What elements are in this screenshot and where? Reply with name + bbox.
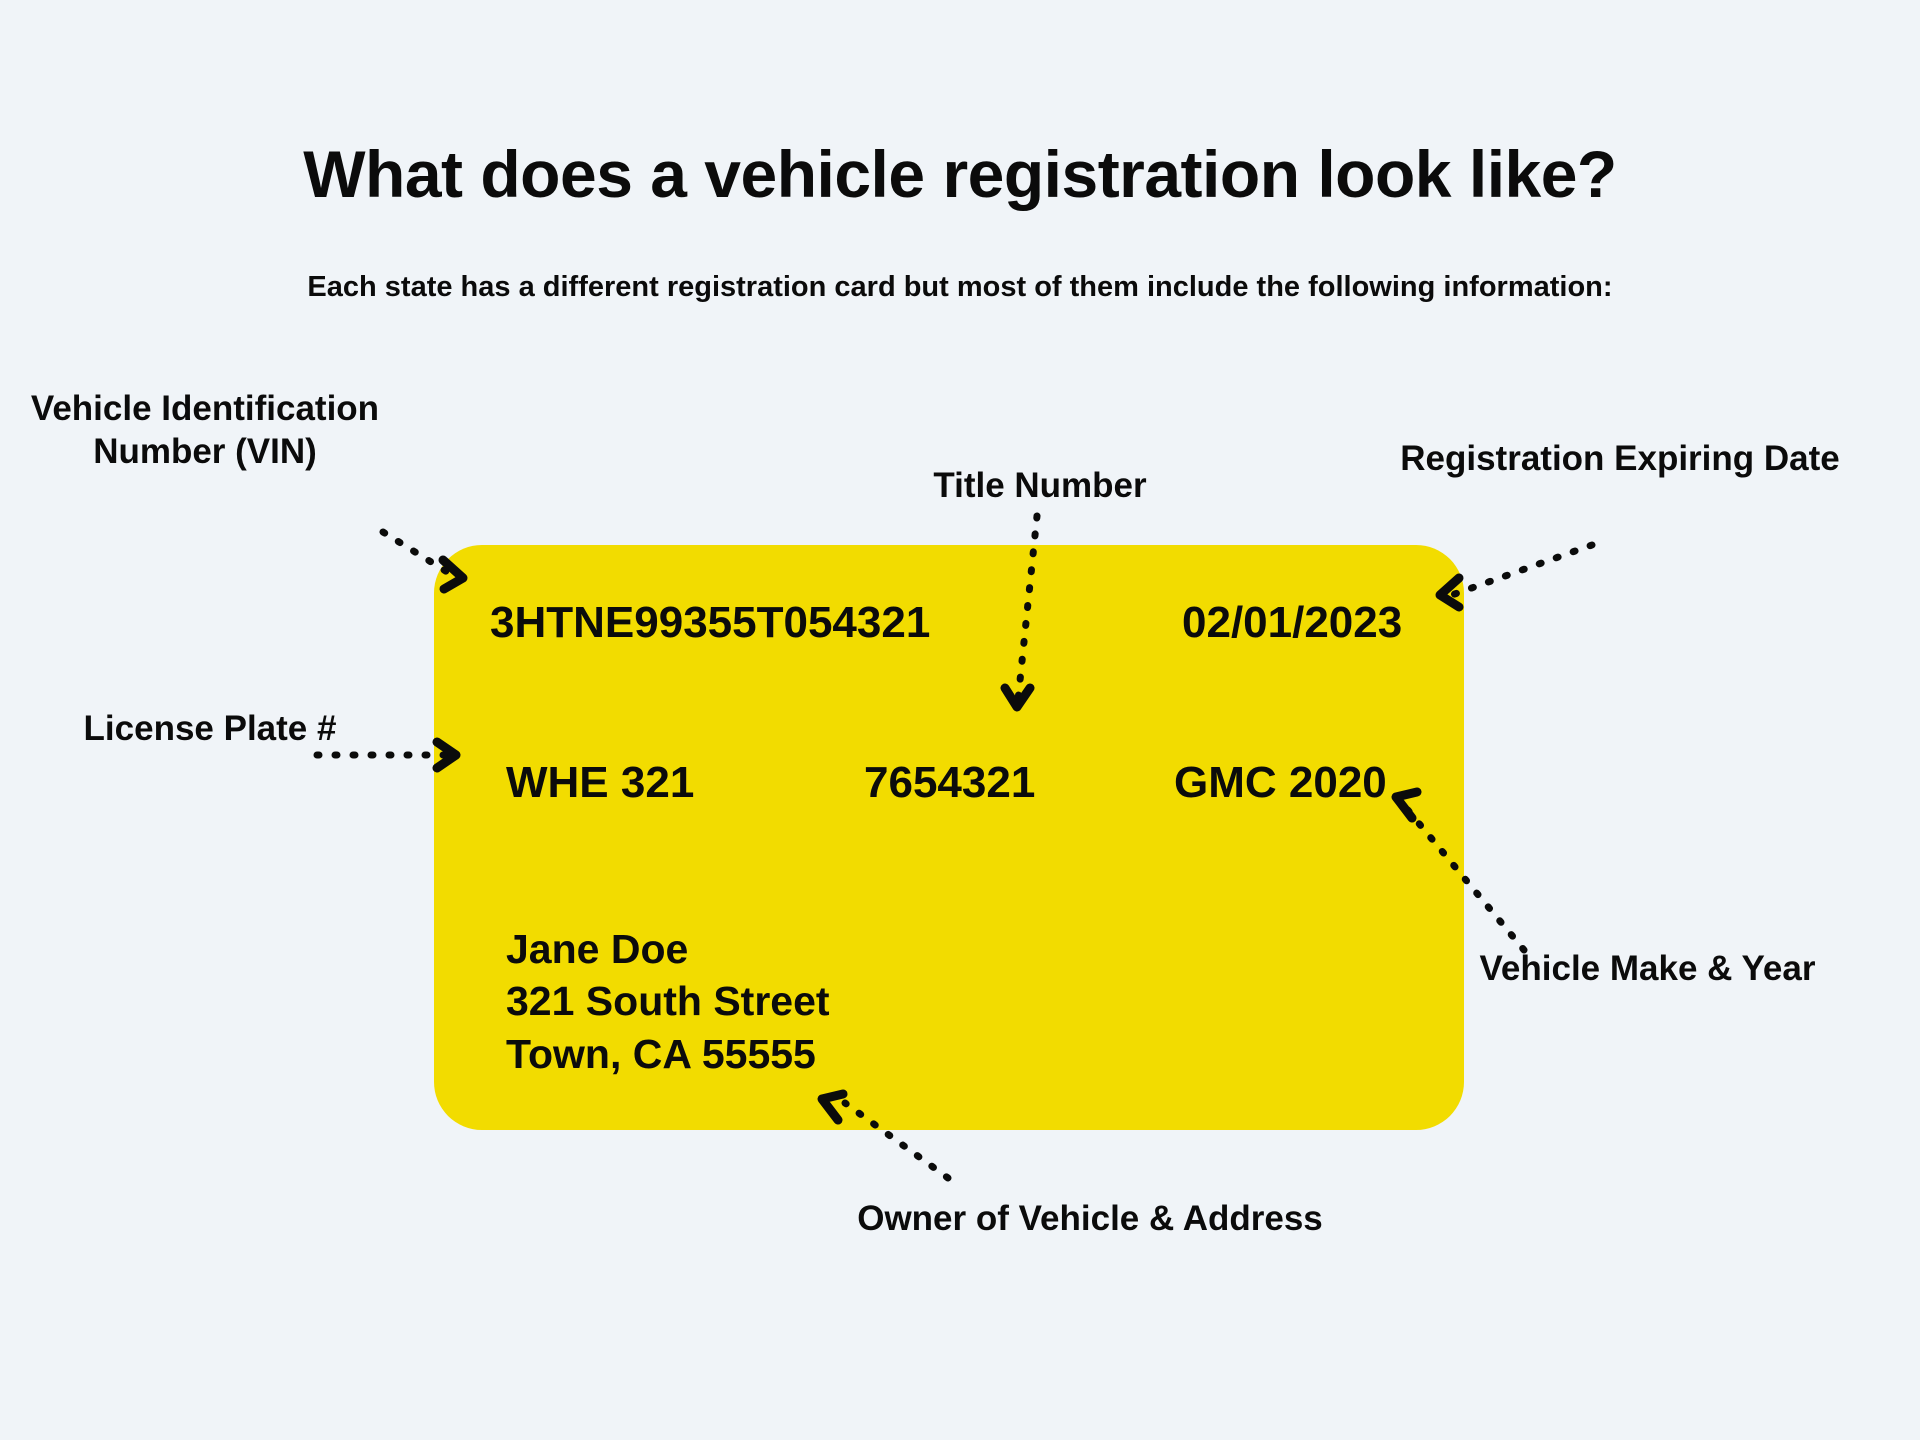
callout-license-plate: License Plate # bbox=[83, 709, 337, 748]
callout-vin: Vehicle Identification Number (VIN) bbox=[30, 389, 380, 471]
card-field-expiring-date: 02/01/2023 bbox=[1182, 598, 1403, 647]
card-field-vin: 3HTNE99355T054321 bbox=[490, 598, 931, 647]
callout-registration-expiring-date: Registration Expiring Date bbox=[1400, 439, 1840, 478]
callout-vehicle-make-year: Vehicle Make & Year bbox=[1479, 949, 1816, 988]
callout-owner-of-vehicle-address: Owner of Vehicle & Address bbox=[857, 1199, 1323, 1238]
owner-city-state-zip: Town, CA 55555 bbox=[506, 1030, 816, 1077]
callout-title-number: Title Number bbox=[933, 466, 1147, 505]
owner-street: 321 South Street bbox=[506, 978, 830, 1025]
card-field-make-year: GMC 2020 bbox=[1174, 758, 1387, 807]
registration-card: 3HTNE99355T054321 02/01/2023 WHE 321 765… bbox=[434, 545, 1464, 1130]
card-field-license-plate: WHE 321 bbox=[506, 758, 695, 807]
owner-name: Jane Doe bbox=[506, 926, 689, 972]
arrow-line-expiring-date bbox=[1448, 541, 1596, 599]
card-owner-block: Jane Doe 321 South Street Town, CA 55555 bbox=[506, 923, 830, 1080]
page-title: What does a vehicle registration look li… bbox=[303, 137, 1617, 211]
card-field-title-number: 7654321 bbox=[864, 758, 1036, 807]
page-subtitle: Each state has a different registration … bbox=[307, 271, 1613, 303]
